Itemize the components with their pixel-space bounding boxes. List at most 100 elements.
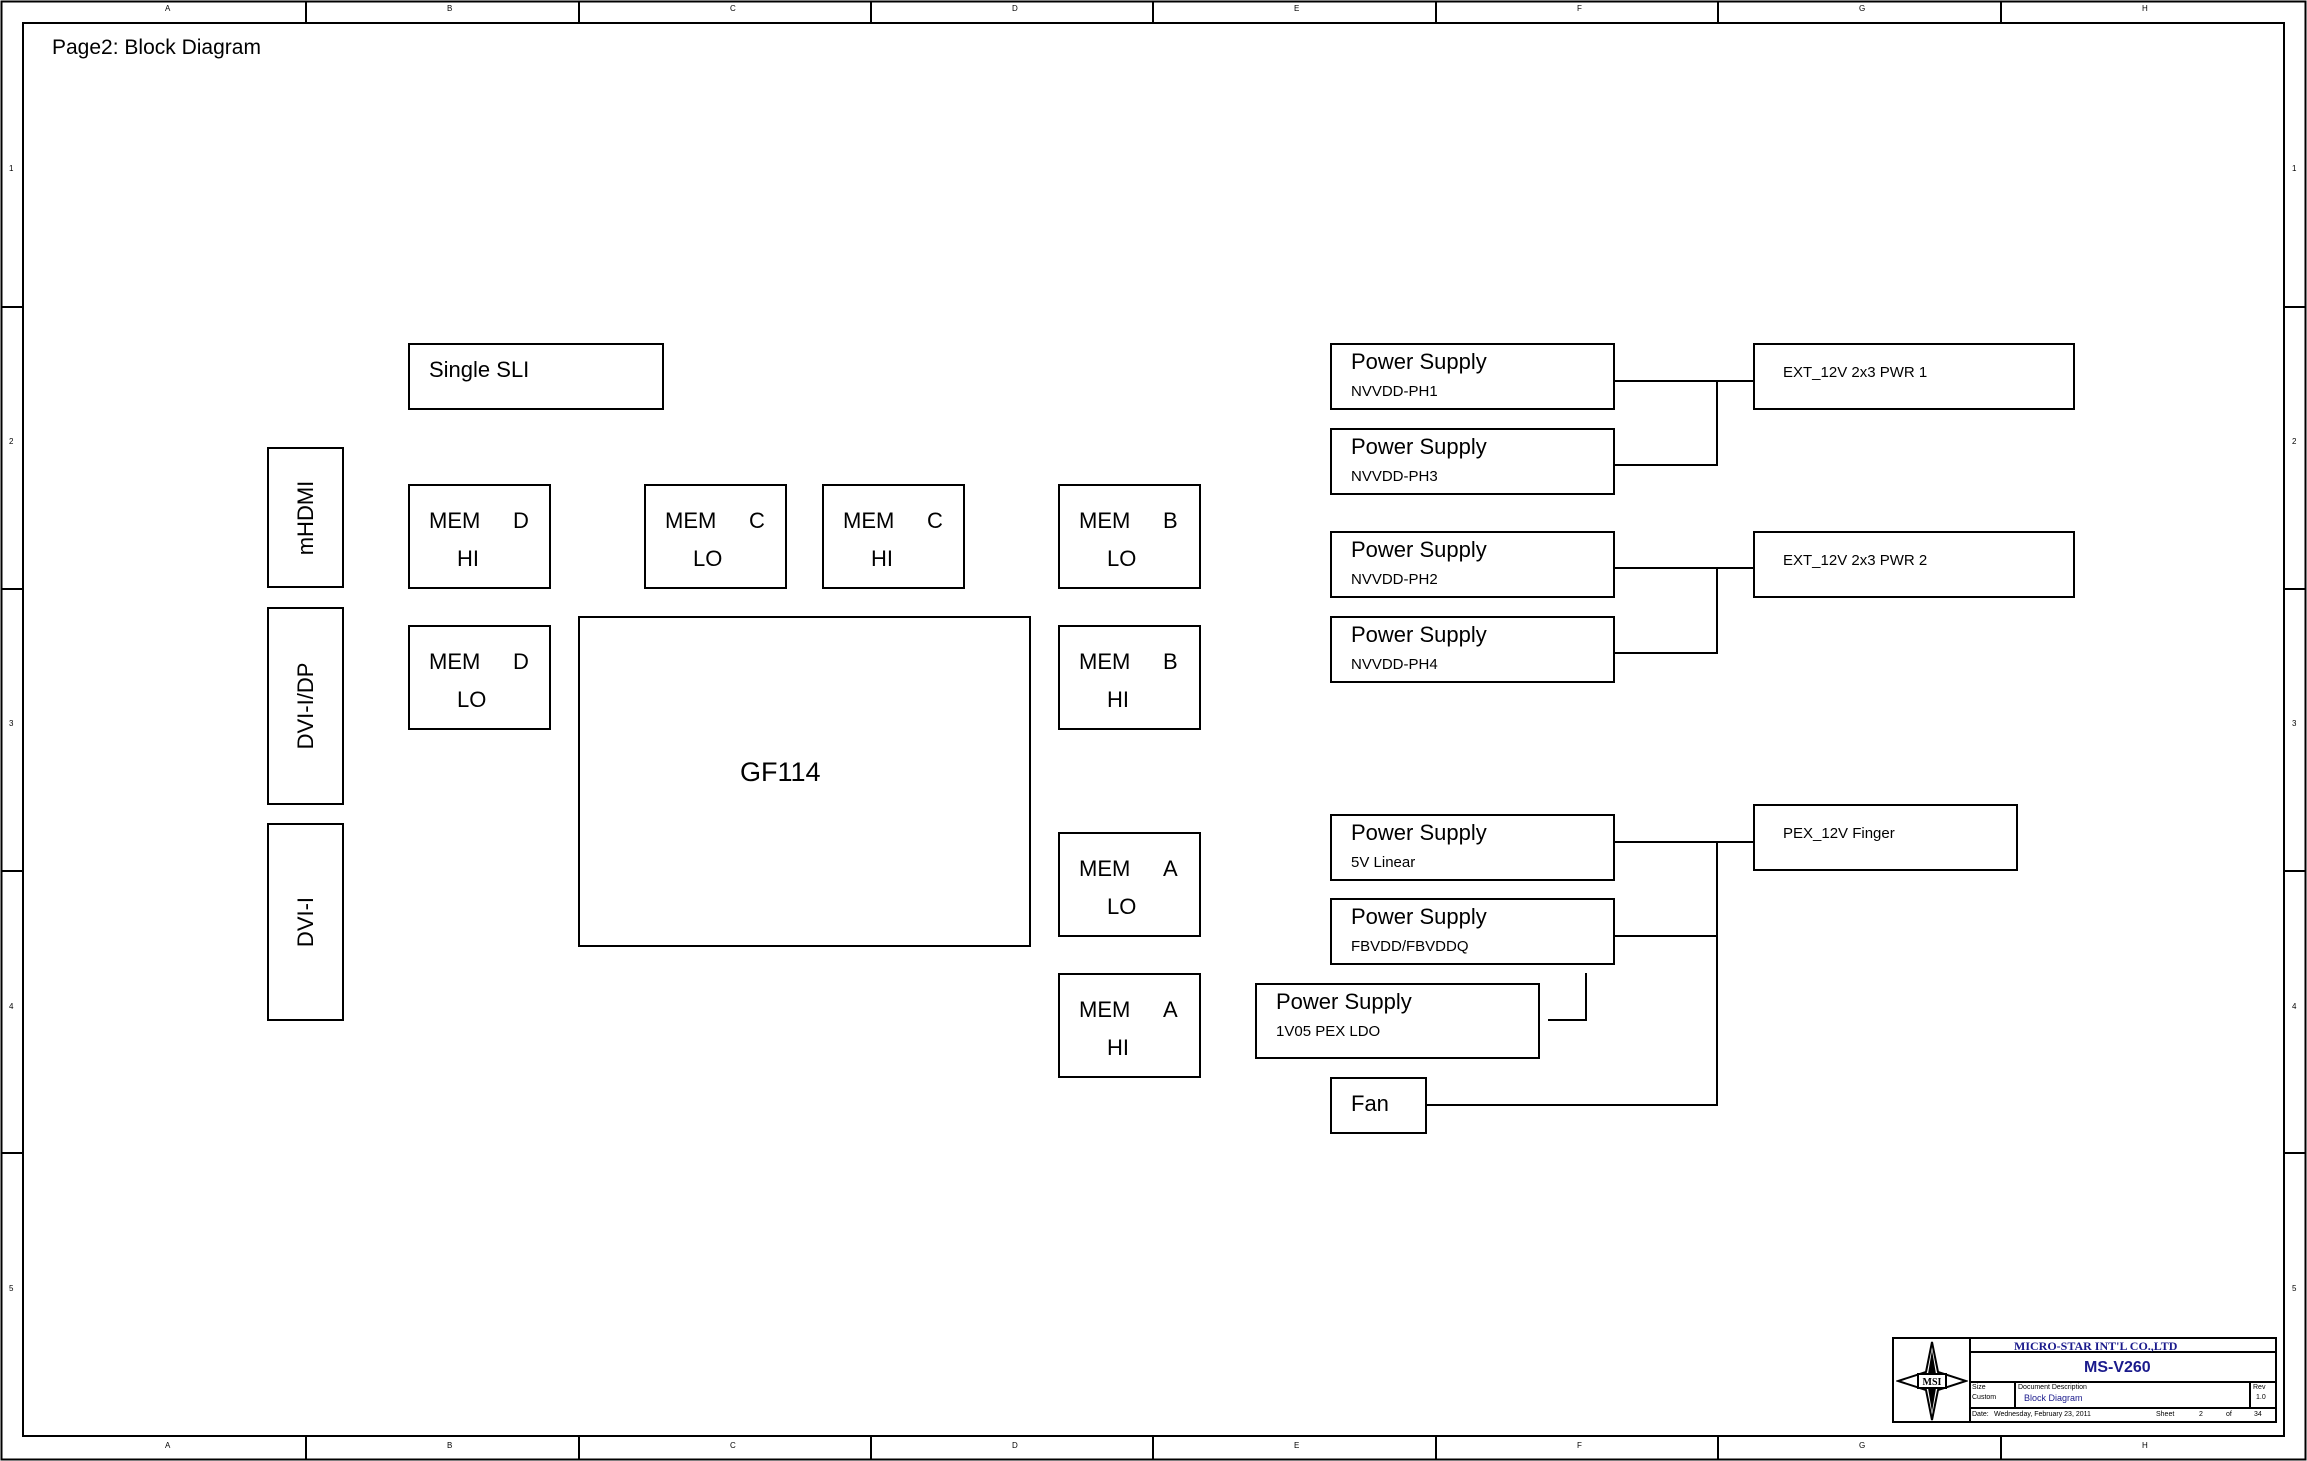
mem-channel: D (513, 649, 529, 674)
zone-col-e: E (1294, 4, 1300, 13)
zone-row-1: 1 (9, 164, 14, 173)
zone-row-3-right: 3 (2292, 719, 2297, 728)
power-supply-ph2: Power Supply NVVDD-PH2 (1330, 531, 1615, 598)
mem-label: MEM (1079, 856, 1131, 881)
mem-d-lo: MEM D LO (408, 625, 551, 730)
power-supply-title: Power Supply (1276, 989, 1412, 1014)
sli-block: Single SLI (408, 343, 664, 410)
source-pex-12v-finger: PEX_12V Finger (1753, 804, 2018, 871)
source-label: EXT_12V 2x3 PWR 1 (1783, 364, 1928, 381)
zone-col-h: H (2142, 4, 2148, 13)
power-supply-sub: NVVDD-PH1 (1351, 383, 1438, 400)
power-supply-title: Power Supply (1351, 622, 1487, 647)
power-supply-title: Power Supply (1351, 434, 1487, 459)
mem-label: MEM (1079, 508, 1131, 533)
gpu-label: GF114 (740, 757, 821, 787)
zone-row-1-right: 1 (2292, 164, 2297, 173)
zone-col-c-bottom: C (730, 1441, 736, 1450)
zone-col-g-bottom: G (1859, 1441, 1866, 1450)
power-wires (1427, 380, 1753, 1106)
sheet-label: Sheet (2156, 1411, 2175, 1418)
zone-col-h-bottom: H (2142, 1441, 2148, 1450)
source-label: PEX_12V Finger (1783, 825, 1895, 842)
connector-dvi-dp: DVI-I/DP (267, 607, 344, 805)
mem-channel: B (1163, 649, 1178, 674)
mem-label: MEM (429, 508, 481, 533)
zone-col-d: D (1012, 4, 1018, 13)
source-ext-12v-pwr1: EXT_12V 2x3 PWR 1 (1753, 343, 2075, 410)
mem-bank: HI (1107, 1035, 1129, 1060)
zone-col-b-bottom: B (447, 1441, 453, 1450)
date-value: Wednesday, February 23, 2011 (1994, 1411, 2091, 1418)
power-supply-sub: NVVDD-PH2 (1351, 571, 1438, 588)
zone-row-4: 4 (9, 1002, 14, 1011)
connector-mhdmi-label: mHDMI (292, 480, 318, 555)
mem-bank: HI (871, 546, 893, 571)
mem-channel: A (1163, 856, 1178, 881)
size-label: Size (1972, 1384, 1986, 1391)
mem-label: MEM (1079, 997, 1131, 1022)
zone-col-f: F (1577, 4, 1582, 13)
zone-col-a-bottom: A (165, 1441, 171, 1450)
mem-bank: HI (457, 546, 479, 571)
mem-label: MEM (429, 649, 481, 674)
doc-label: Document Description (2018, 1384, 2087, 1391)
zone-row-4-right: 4 (2292, 1002, 2297, 1011)
power-supply-sub: NVVDD-PH3 (1351, 468, 1438, 485)
zone-row-2-right: 2 (2292, 437, 2297, 446)
of-label: of (2226, 1411, 2232, 1418)
power-supply-ph1: Power Supply NVVDD-PH1 (1330, 343, 1615, 410)
zone-col-f-bottom: F (1577, 1441, 1582, 1450)
power-supply-ph3: Power Supply NVVDD-PH3 (1330, 428, 1615, 495)
sheet-value: 2 (2199, 1411, 2203, 1418)
fan-block: Fan (1330, 1077, 1427, 1134)
date-label: Date: (1972, 1411, 1989, 1418)
mem-d-hi: MEM D HI (408, 484, 551, 589)
mem-channel: C (749, 508, 765, 533)
msi-logo-icon: MSI (1896, 1341, 1968, 1421)
mem-channel: C (927, 508, 943, 533)
sli-label: Single SLI (429, 357, 530, 382)
mem-c-hi: MEM C HI (822, 484, 965, 589)
zone-col-d-bottom: D (1012, 1441, 1018, 1450)
doc-value: Block Diagram (2024, 1393, 2083, 1403)
source-ext-12v-pwr2: EXT_12V 2x3 PWR 2 (1753, 531, 2075, 598)
power-supply-sub: NVVDD-PH4 (1351, 656, 1438, 673)
of-value: 34 (2254, 1411, 2262, 1418)
power-supply-sub: 1V05 PEX LDO (1276, 1023, 1381, 1040)
model-number: MS-V260 (2084, 1359, 2151, 1376)
zone-row-3: 3 (9, 719, 14, 728)
page-title: Page2: Block Diagram (52, 36, 261, 59)
connector-dvi-i-label: DVI-I (292, 896, 318, 948)
zone-col-a: A (165, 4, 171, 13)
msi-logo-text: MSI (1923, 1377, 1942, 1388)
mem-channel: D (513, 508, 529, 533)
mem-bank: LO (1107, 546, 1137, 571)
zone-row-5-right: 5 (2292, 1284, 2297, 1293)
mem-bank: HI (1107, 687, 1129, 712)
mem-a-lo: MEM A LO (1058, 832, 1201, 937)
power-supply-ph4: Power Supply NVVDD-PH4 (1330, 616, 1615, 683)
zone-col-c: C (730, 4, 736, 13)
connector-dvi-i: DVI-I (267, 823, 344, 1021)
power-supply-title: Power Supply (1351, 349, 1487, 374)
connector-dvi-dp-label: DVI-I/DP (292, 662, 318, 750)
source-label: EXT_12V 2x3 PWR 2 (1783, 552, 1928, 569)
mem-channel: B (1163, 508, 1178, 533)
mem-bank: LO (1107, 894, 1137, 919)
size-value: Custom (1972, 1394, 1997, 1401)
power-supply-title: Power Supply (1351, 820, 1487, 845)
mem-label: MEM (843, 508, 895, 533)
mem-label: MEM (1079, 649, 1131, 674)
power-supply-sub: 5V Linear (1351, 854, 1416, 871)
power-supply-fbvdd: Power Supply FBVDD/FBVDDQ (1330, 898, 1615, 965)
power-supply-1v05: Power Supply 1V05 PEX LDO (1255, 983, 1540, 1059)
zone-col-g: G (1859, 4, 1866, 13)
mem-channel: A (1163, 997, 1178, 1022)
title-block: MSI MICRO-STAR INT'L CO.,LTD MS-V260 Siz… (1892, 1337, 2277, 1423)
connector-mhdmi: mHDMI (267, 447, 344, 588)
rev-value: 1.0 (2256, 1394, 2266, 1401)
mem-label: MEM (665, 508, 717, 533)
